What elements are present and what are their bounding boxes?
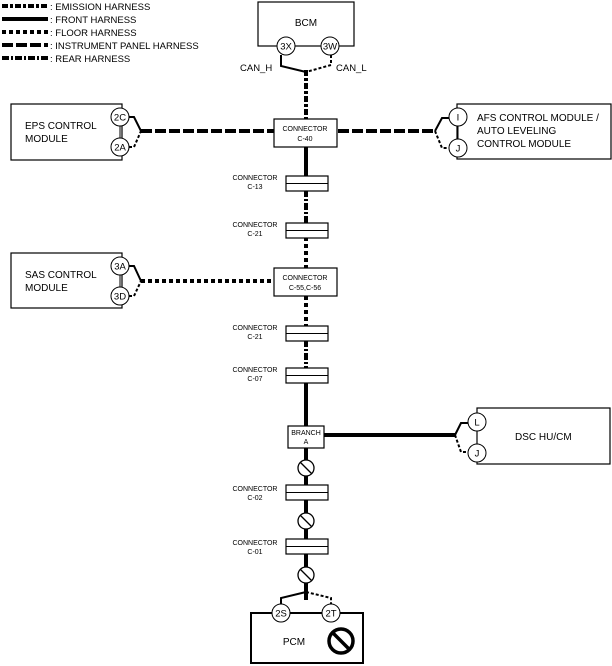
dsc-pin-j-label: J — [475, 449, 480, 460]
eps-module[interactable]: EPS CONTROL MODULE 2C 2A — [10, 103, 275, 161]
sas-pin-3d-label: 3D — [114, 292, 126, 303]
bcm-can-l-wire — [305, 55, 332, 73]
afs-pin-j[interactable] — [448, 138, 468, 158]
connector-c21-lower[interactable]: CONNECTOR C-21 — [233, 325, 329, 342]
afs-can-h-wire — [434, 117, 450, 132]
prohibited-slash — [300, 515, 312, 527]
prohibited-marker-3 — [297, 566, 315, 584]
legend-label-floor: : FLOOR HARNESS — [50, 28, 137, 39]
legend-label-emission: : EMISSION HARNESS — [50, 2, 150, 13]
bcm-label: BCM — [295, 18, 317, 29]
bcm-can-h-wire — [280, 55, 307, 73]
sas-can-h-wire — [129, 265, 142, 282]
pcm-pin-2s-label: 2S — [275, 609, 287, 620]
bcm-pin-3w-label: 3W — [323, 42, 337, 53]
pcm-pin-2s[interactable] — [271, 603, 291, 623]
branch-a-box[interactable] — [287, 425, 325, 449]
afs-module[interactable]: AFS CONTROL MODULE / AUTO LEVELING CONTR… — [338, 103, 612, 160]
pcm-label: PCM — [283, 637, 305, 648]
connector-c55-c56[interactable]: CONNECTOR C-55,C-56 — [273, 267, 338, 297]
connector-c40-box[interactable] — [273, 118, 338, 148]
connector-c07[interactable]: CONNECTOR C-07 — [233, 367, 329, 384]
dsc-pin-l[interactable] — [467, 412, 487, 432]
afs-box[interactable] — [456, 103, 612, 160]
connector-c07-id: C-07 — [247, 376, 262, 383]
connector-c01-label: CONNECTOR — [233, 540, 278, 547]
eps-can-l-wire — [129, 130, 142, 148]
dsc-pin-j[interactable] — [467, 443, 487, 463]
afs-label-line3: CONTROL MODULE — [477, 139, 571, 150]
prohibited-slash — [331, 631, 351, 651]
connector-c40-id: C-40 — [297, 136, 312, 143]
eps-can-h-wire — [129, 116, 142, 132]
branch-a-label: BRANCH — [291, 430, 321, 437]
bcm-module[interactable]: BCM 3X 3W CAN_H CAN_L — [240, 1, 367, 74]
pcm-can-l-wire — [305, 591, 332, 605]
connector-c40[interactable]: CONNECTOR C-40 — [273, 118, 338, 148]
connector-c21-upper[interactable]: CONNECTOR C-21 — [233, 222, 329, 239]
prohibited-slash — [300, 462, 312, 474]
connector-c55-c56-box[interactable] — [273, 267, 338, 297]
afs-can-l-wire — [434, 130, 450, 149]
prohibited-marker-2 — [297, 512, 315, 530]
connector-c13-label: CONNECTOR — [233, 175, 278, 182]
sas-can-l-wire — [129, 280, 142, 297]
prohibited-marker-1 — [297, 459, 315, 477]
connector-c01[interactable]: CONNECTOR C-01 — [233, 538, 329, 556]
sas-label-line1: SAS CONTROL — [25, 270, 97, 281]
afs-pin-i[interactable] — [448, 107, 468, 127]
connector-c01-id: C-01 — [247, 549, 262, 556]
connector-c55-c56-id: C-55,C-56 — [289, 285, 321, 292]
legend-label-rear: : REAR HARNESS — [50, 54, 130, 65]
pcm-can-h-wire — [280, 591, 307, 605]
bcm-pin-3x[interactable] — [276, 36, 296, 56]
connector-c21-upper-id: C-21 — [247, 231, 262, 238]
afs-label-line2: AUTO LEVELING — [477, 126, 557, 137]
afs-pin-j-label: J — [456, 144, 461, 155]
dsc-pin-l-label: L — [474, 418, 479, 429]
bcm-can-h-label: CAN_H — [240, 63, 272, 74]
pcm-pin-2t-label: 2T — [325, 609, 336, 620]
connector-c13-id: C-13 — [247, 184, 262, 191]
branch-a[interactable]: BRANCH A — [287, 425, 325, 449]
eps-pin-2a-label: 2A — [114, 143, 126, 154]
bcm-can-l-label: CAN_L — [336, 63, 367, 74]
connector-c55-c56-label: CONNECTOR — [283, 275, 328, 282]
pcm-module[interactable]: 2S 2T PCM — [250, 591, 364, 664]
legend-label-instrument-panel: : INSTRUMENT PANEL HARNESS — [50, 41, 199, 52]
connector-c02[interactable]: CONNECTOR C-02 — [233, 484, 329, 502]
eps-label-line1: EPS CONTROL — [25, 121, 97, 132]
branch-a-id: A — [304, 439, 309, 446]
sas-pin-3a-label: 3A — [114, 262, 126, 273]
dsc-module[interactable]: DSC HU/CM L J — [324, 407, 611, 465]
dsc-can-h-wire — [454, 422, 469, 436]
pcm-pin-2t[interactable] — [321, 603, 341, 623]
dsc-can-l-wire — [454, 434, 469, 453]
sas-box[interactable] — [10, 252, 123, 309]
connector-c21-lower-id: C-21 — [247, 334, 262, 341]
afs-label-line1: AFS CONTROL MODULE / — [477, 113, 599, 124]
connector-c21-lower-label: CONNECTOR — [233, 325, 278, 332]
connector-c07-label: CONNECTOR — [233, 367, 278, 374]
eps-label-line2: MODULE — [25, 134, 68, 145]
bcm-box[interactable] — [257, 1, 355, 47]
prohibited-slash — [300, 569, 312, 581]
connector-c02-label: CONNECTOR — [233, 486, 278, 493]
eps-box[interactable] — [10, 103, 123, 161]
bcm-pin-3x-label: 3X — [280, 42, 292, 53]
afs-pin-i-label: I — [457, 113, 460, 124]
dsc-box[interactable] — [476, 407, 611, 465]
eps-pin-2c-label: 2C — [114, 113, 126, 124]
connector-c02-id: C-02 — [247, 495, 262, 502]
sas-label-line2: MODULE — [25, 283, 68, 294]
legend: : EMISSION HARNESS : FRONT HARNESS : FLO… — [2, 2, 199, 65]
connector-c13[interactable]: CONNECTOR C-13 — [233, 175, 329, 192]
connector-c21-upper-label: CONNECTOR — [233, 222, 278, 229]
legend-label-front: : FRONT HARNESS — [50, 15, 136, 26]
dsc-label: DSC HU/CM — [515, 432, 572, 443]
connector-c40-label: CONNECTOR — [283, 126, 328, 133]
sas-module[interactable]: SAS CONTROL MODULE 3A 3D — [10, 252, 275, 309]
